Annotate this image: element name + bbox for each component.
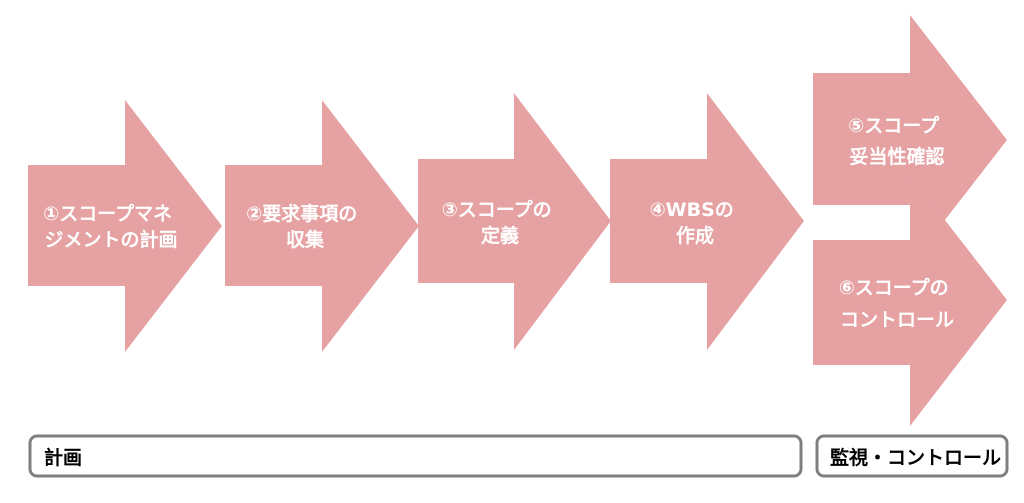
step-2-label-line-1: ②要求事項の (246, 202, 357, 225)
phase-planning: 計画 (28, 434, 803, 478)
step-4-label-line-2: 作成 (676, 224, 714, 247)
step-5-label-line-1: ⑤スコープ (848, 114, 940, 137)
phase-planning-label: 計画 (44, 446, 82, 469)
phase-monitoring-control-label: 監視・コントロール (830, 446, 1001, 469)
step-5-label-line-2: 妥当性確認 (849, 145, 944, 168)
step-6-label: ⑥スコープの コントロール (839, 276, 956, 331)
phase-planning-box (28, 434, 803, 478)
step-5-arrow-shape (813, 15, 1007, 265)
step-4-label: ④WBSの 作成 (650, 199, 741, 247)
step-4-arrow-shape (610, 93, 804, 350)
step-1-arrow-shape (28, 100, 222, 352)
step-4-arrow: ④WBSの 作成 (610, 93, 804, 350)
step-6-label-line-1: ⑥スコープの (839, 276, 949, 299)
step-3-label: ③スコープの 定義 (442, 198, 559, 247)
phase-monitoring-control: 監視・コントロール (815, 434, 1009, 478)
step-6-label-line-2: コントロール (840, 309, 954, 331)
step-3-label-line-2: 定義 (481, 224, 519, 247)
step-1-label: ①スコープマネ ジメントの計画 (43, 202, 179, 251)
step-1-label-line-2: ジメントの計画 (44, 228, 177, 251)
step-6-arrow-shape (813, 175, 1007, 426)
step-3-arrow: ③スコープの 定義 (418, 93, 611, 350)
step-1-label-line-1: ①スコープマネ (43, 202, 172, 225)
step-4-label-line-1: ④WBSの (650, 199, 734, 221)
step-6-arrow: ⑥スコープの コントロール (813, 175, 1007, 426)
step-2-label: ②要求事項の 収集 (246, 202, 364, 251)
step-1-arrow: ①スコープマネ ジメントの計画 (28, 100, 222, 352)
step-3-arrow-shape (418, 93, 611, 350)
step-5-label: ⑤スコープ 妥当性確認 (848, 114, 946, 168)
step-2-label-line-2: 収集 (286, 228, 325, 251)
step-2-arrow-shape (225, 100, 419, 352)
step-5-arrow: ⑤スコープ 妥当性確認 (813, 15, 1007, 265)
phase-monitoring-control-box (815, 434, 1009, 478)
step-2-arrow: ②要求事項の 収集 (225, 100, 419, 352)
step-3-label-line-1: ③スコープの (442, 198, 552, 221)
